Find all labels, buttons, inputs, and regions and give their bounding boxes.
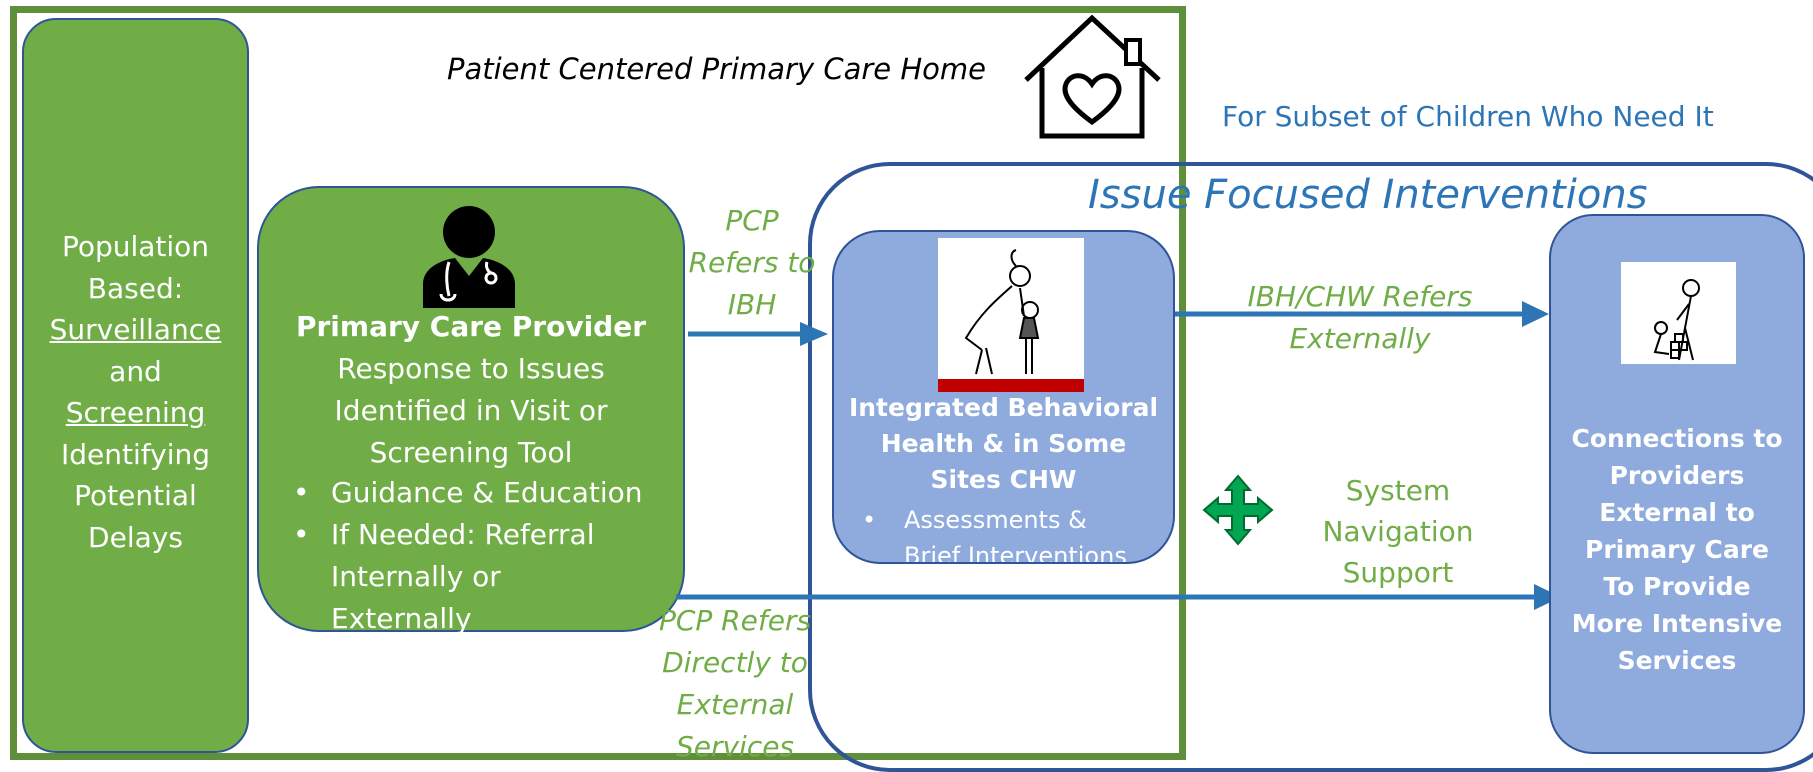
population-line-screening: Screening bbox=[65, 396, 206, 429]
pcp-bullet-referral: •If Needed: Referral bbox=[293, 518, 595, 551]
population-line: Identifying bbox=[61, 437, 210, 471]
connections-line: External to bbox=[1599, 498, 1755, 527]
population-text: Population Based: Surveillance and Scree… bbox=[24, 226, 247, 558]
connections-text: Connections to Providers External to Pri… bbox=[1551, 420, 1803, 679]
ibh-title-line: Integrated Behavioral bbox=[848, 393, 1159, 422]
label-line: Directly to bbox=[662, 646, 808, 679]
integrated-behavioral-health-box: Integrated Behavioral Health & in Some S… bbox=[832, 230, 1175, 564]
parent-child-icon bbox=[964, 249, 1040, 375]
pcp-line: Screening Tool bbox=[369, 436, 573, 469]
pcp-line: Response to Issues bbox=[337, 352, 605, 385]
label-ibh-refers-external: IBH/CHW Refers Externally bbox=[1210, 276, 1510, 360]
arrow-pcp-direct-external bbox=[676, 584, 1561, 610]
population-line-surveillance: Surveillance bbox=[49, 313, 222, 346]
pcp-bullet-continuation: Internally or bbox=[331, 560, 501, 593]
label-line: External bbox=[676, 688, 794, 721]
label-line: Refers to bbox=[688, 246, 816, 279]
label-line: Externally bbox=[1289, 322, 1431, 355]
primary-care-home-frame bbox=[10, 6, 1186, 760]
connections-line: Primary Care bbox=[1585, 535, 1769, 564]
ibh-title-line: Sites CHW bbox=[930, 465, 1077, 494]
population-line: Potential bbox=[74, 479, 197, 512]
population-line: Delays bbox=[88, 520, 183, 554]
pcp-line: Identified in Visit or bbox=[334, 394, 608, 427]
pcp-bullet-guidance: •Guidance & Education bbox=[293, 476, 643, 509]
caregiver-child-image bbox=[1621, 262, 1736, 364]
house-heart-icon bbox=[1024, 14, 1161, 139]
connections-line: Services bbox=[1617, 646, 1737, 675]
label-pcp-refers-ibh: PCP Refers to IBH bbox=[680, 200, 824, 326]
label-line: PCP Refers bbox=[658, 604, 812, 637]
population-line: and bbox=[109, 354, 162, 388]
ibh-bullet-text: Assessments & bbox=[904, 506, 1087, 534]
ibh-bullet-text: Brief Interventions bbox=[904, 542, 1127, 564]
label-line: IBH/CHW Refers bbox=[1247, 280, 1473, 313]
caregiver-child-blocks-icon bbox=[1653, 279, 1700, 361]
population-line: Population bbox=[61, 230, 210, 263]
label-line: IBH bbox=[727, 288, 777, 321]
doctor-icon bbox=[423, 206, 515, 308]
label-line: Services bbox=[675, 730, 795, 763]
ibh-title-line: Health & in Some bbox=[880, 429, 1127, 458]
navigation-line: Support bbox=[1342, 556, 1454, 589]
connections-line: More Intensive bbox=[1571, 609, 1783, 638]
subset-label: For Subset of Children Who Need It bbox=[1222, 100, 1714, 133]
parent-child-image bbox=[938, 238, 1084, 392]
pcp-bullet-text: If Needed: Referral bbox=[331, 518, 595, 551]
arrow-pcp-to-ibh bbox=[688, 322, 828, 346]
label-line: PCP bbox=[725, 204, 779, 237]
page-title: Patient Centered Primary Care Home bbox=[447, 52, 987, 86]
connections-line: Providers bbox=[1609, 461, 1745, 490]
pcp-bullet-text: Guidance & Education bbox=[331, 476, 643, 509]
navigation-line: System Navigation bbox=[1322, 474, 1474, 548]
issue-focused-title: Issue Focused Interventions bbox=[1088, 172, 1648, 218]
population-line: Based: bbox=[87, 271, 184, 305]
primary-care-provider-box: Primary Care Provider Response to Issues… bbox=[257, 186, 685, 635]
connections-line: Connections to bbox=[1571, 424, 1783, 453]
pcp-bullet-continuation: Externally bbox=[331, 602, 472, 635]
population-surveillance-box: Population Based: Surveillance and Scree… bbox=[22, 18, 249, 753]
pcp-title: Primary Care Provider bbox=[295, 310, 647, 343]
ibh-bullet: •Assessments & Brief Interventions bbox=[862, 502, 1127, 564]
label-pcp-refers-direct: PCP Refers Directly to External Services bbox=[650, 600, 820, 768]
arrow-ibh-to-external bbox=[1170, 301, 1549, 327]
navigation-arrows-icon bbox=[1202, 474, 1274, 546]
external-connections-box: Connections to Providers External to Pri… bbox=[1549, 214, 1805, 754]
red-accent-bar bbox=[938, 379, 1084, 392]
ibh-title: Integrated Behavioral Health & in Some S… bbox=[834, 390, 1173, 498]
system-navigation-label: System Navigation Support bbox=[1268, 470, 1528, 593]
connections-line: To Provide bbox=[1603, 572, 1751, 601]
